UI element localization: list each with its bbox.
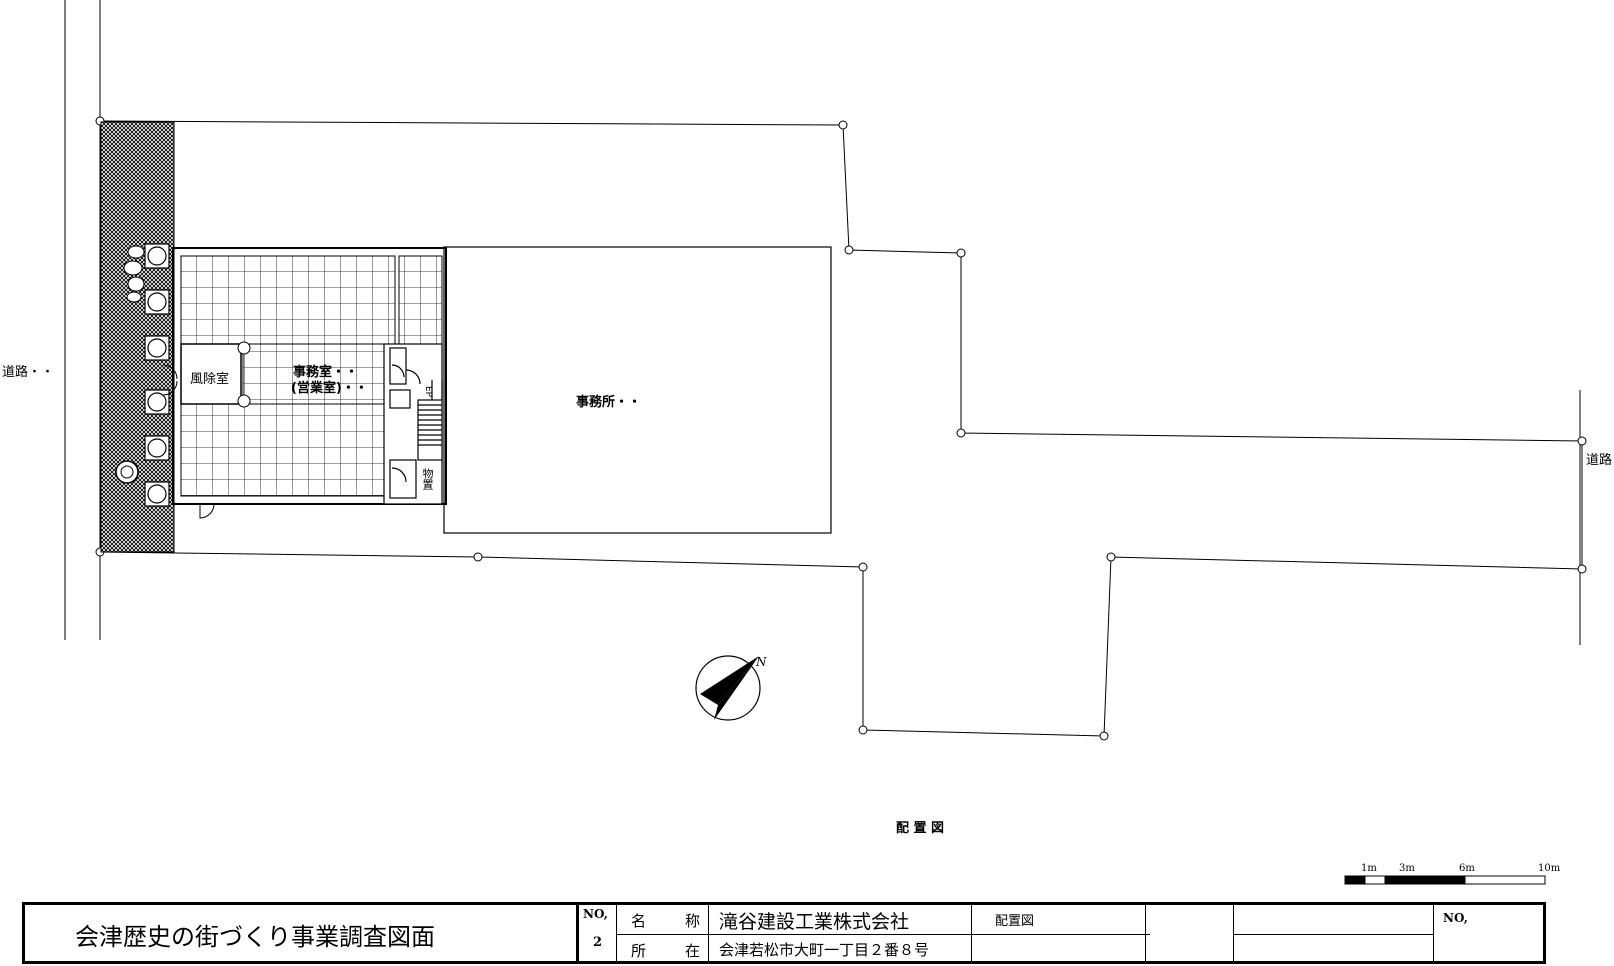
scale-tick-1m: 1m (1361, 863, 1377, 874)
road-left-lines (64, 0, 101, 640)
no-value: 2 (593, 935, 603, 950)
project-title: 会津歴史の街づくり事業調査図面 (75, 923, 435, 951)
office-room-label: 事務室・・ (293, 365, 359, 380)
boundary-markers (95, 116, 1587, 741)
wind-room (162, 341, 251, 408)
addr-label-1: 所 (631, 942, 647, 960)
north-arrow (695, 655, 761, 721)
wind-room-label: 風除室 (190, 372, 230, 387)
divider (576, 905, 579, 961)
planter-circle (115, 460, 139, 484)
scale-tick-10m: 10m (1538, 863, 1561, 874)
column-row (144, 243, 170, 507)
storage-label: 物置 (421, 468, 434, 490)
service-core (383, 343, 443, 505)
addr-label-2: 在 (685, 942, 701, 960)
north-label: N (756, 655, 767, 669)
scale-tick-6m: 6m (1459, 863, 1475, 874)
drawing-type: 配置図 (995, 914, 1035, 929)
entrance-door (199, 503, 215, 519)
name-label-2: 称 (685, 912, 701, 930)
road-label-right: 道路 (1586, 453, 1613, 468)
drawing-name-label: 配 置 図 (896, 821, 945, 836)
name-label-1: 名 (631, 912, 647, 930)
shrub-ornament (123, 245, 145, 303)
company-address: 会津若松市大町一丁目２番８号 (719, 941, 930, 959)
office-building (443, 246, 832, 534)
office-building-label: 事務所・・ (576, 395, 642, 410)
building-walls (172, 247, 447, 505)
title-block: 会津歴史の街づくり事業調査図面 NO, 2 名 称 所 在 滝谷建設工業株式会社… (22, 902, 1546, 964)
company-name: 滝谷建設工業株式会社 (719, 911, 910, 933)
ep-label: EP (423, 386, 433, 398)
road-label-left: 道路・・ (2, 365, 55, 380)
sales-room-label: (営業室)・・ (291, 381, 368, 396)
no-label-right: NO, (1443, 911, 1468, 925)
scale-bar (1344, 875, 1546, 885)
scale-tick-3m: 3m (1399, 863, 1415, 874)
no-label: NO, (583, 907, 608, 921)
